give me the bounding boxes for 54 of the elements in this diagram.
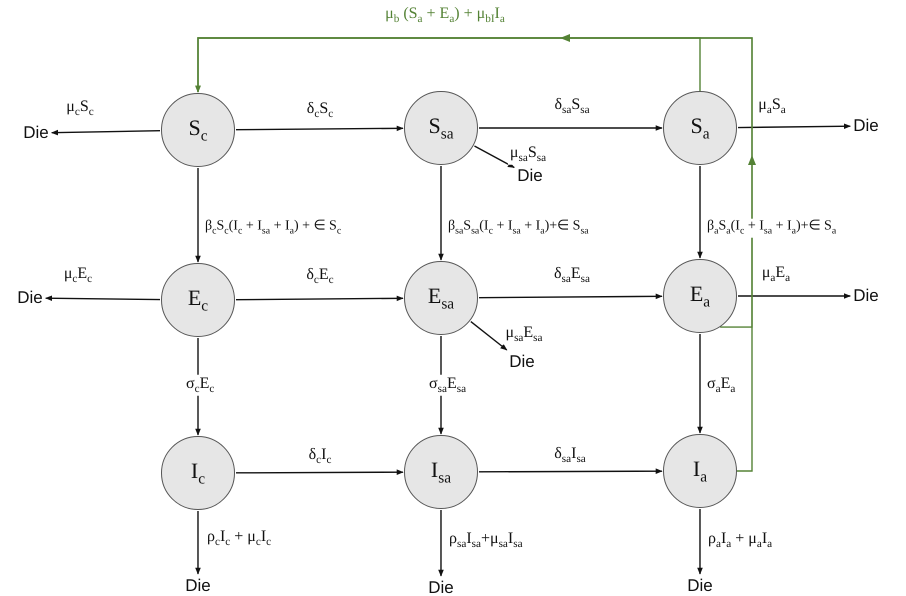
outflow-label: Die (23, 123, 49, 143)
compartment-circle: S$_{c}$ (161, 93, 235, 167)
outflow-label: Die (687, 576, 713, 596)
edge-label: β$_{a}$S$_{a}$(I$_{c}$ + I$_{sa}$ + I$_{a}$)+∈ S$_{a}$ (705, 218, 838, 238)
arrow (738, 123, 851, 130)
arrow (470, 321, 508, 351)
edge-label: μ$_{sa}$E$_{sa}$ (504, 324, 544, 344)
outflow-label: Die (853, 286, 879, 306)
arrow (51, 130, 160, 136)
outflow-label: Die (853, 116, 879, 136)
outflow-label: Die (428, 578, 454, 596)
arrow (738, 293, 851, 299)
arrow (438, 510, 444, 577)
edge-label: ρ$_{c}$I$_{c}$ + μ$_{c}$I$_{c}$ (205, 528, 274, 548)
compartment-circle: E$_{c}$ (161, 263, 235, 337)
arrow (697, 166, 703, 259)
compartment-circle: I$_{sa}$ (404, 435, 478, 509)
compartment-circle: E$_{a}$ (663, 259, 737, 333)
arrow (479, 294, 663, 300)
feedback-arrow (195, 37, 753, 472)
edge-label: μ$_{b}$ (S$_{a}$ + E$_{a}$) + μ$_{bI}$I$_{a}$ (383, 4, 507, 26)
arrow (195, 168, 201, 263)
edge-label: σ$_{c}$E$_{c}$ (184, 374, 216, 396)
arrow (236, 126, 404, 132)
compartment-circle: S$_{sa}$ (404, 91, 478, 165)
arrow (697, 334, 703, 434)
outflow-label: Die (509, 352, 535, 372)
edge-label: δ$_{sa}$S$_{sa}$ (552, 96, 592, 116)
arrow (479, 125, 663, 131)
edge-label: δ$_{c}$E$_{c}$ (304, 266, 336, 286)
outflow-label: Die (517, 166, 543, 186)
compartment-circle: I$_{a}$ (663, 434, 737, 508)
arrow (45, 295, 160, 302)
edge-label: ρ$_{a}$I$_{a}$ + μ$_{a}$I$_{a}$ (706, 530, 774, 550)
compartment-circle: I$_{c}$ (161, 436, 235, 510)
edge-label: σ$_{sa}$E$_{sa}$ (427, 374, 468, 396)
edge-label: δ$_{sa}$E$_{sa}$ (552, 264, 592, 286)
edge-label: ρ$_{sa}$I$_{sa}$+μ$_{sa}$I$_{sa}$ (447, 530, 525, 550)
edge-label: δ$_{sa}$I$_{sa}$ (552, 444, 588, 466)
arrow (195, 511, 201, 575)
arrow (697, 509, 703, 575)
arrow (479, 468, 663, 474)
edge-label: δ$_{c}$S$_{c}$ (304, 100, 336, 120)
compartment-circle: E$_{sa}$ (404, 261, 478, 335)
edge-label: δ$_{c}$I$_{c}$ (306, 446, 334, 466)
edge-label: μ$_{sa}$S$_{sa}$ (508, 144, 548, 164)
edge-label: σ$_{a}$E$_{a}$ (705, 374, 738, 396)
compartment-circle: S$_{a}$ (663, 91, 737, 165)
outflow-label: Die (185, 576, 211, 596)
arrow (236, 296, 404, 302)
outflow-label: Die (17, 288, 43, 308)
arrow (438, 166, 444, 261)
arrow (474, 145, 515, 168)
arrow (236, 469, 404, 475)
